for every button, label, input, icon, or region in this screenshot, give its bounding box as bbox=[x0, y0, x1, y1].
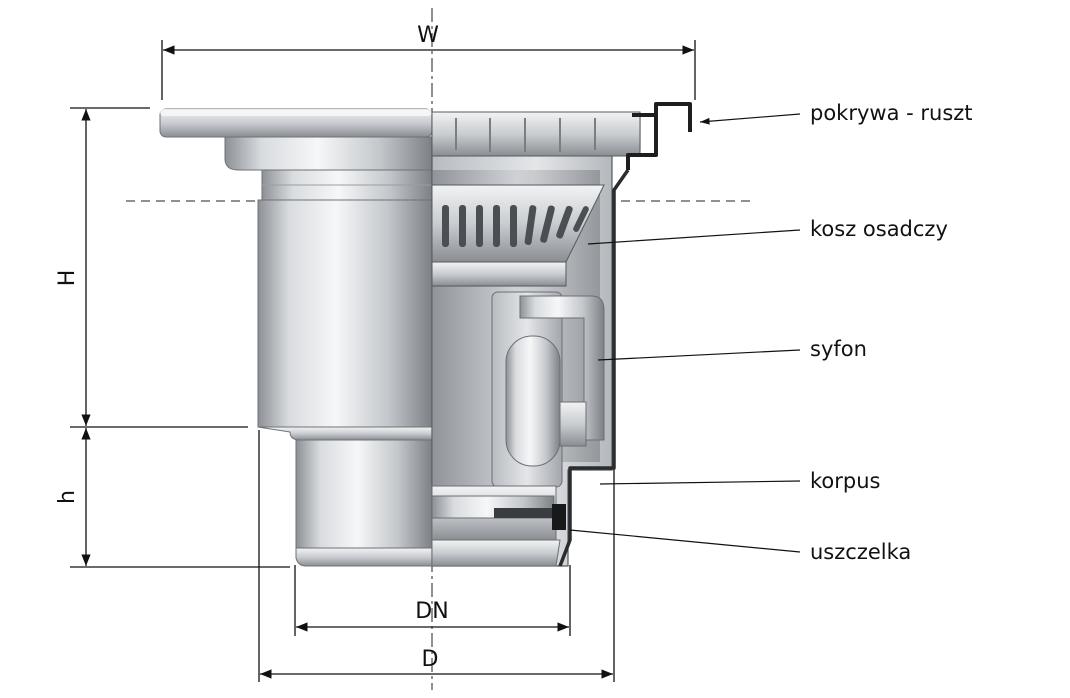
dim-label-outer-diameter: D bbox=[422, 647, 439, 672]
callout-trap-label: syfon bbox=[810, 337, 867, 361]
callout-seal-label: uszczelka bbox=[810, 540, 911, 564]
callout-basket-label: kosz osadczy bbox=[810, 217, 948, 241]
callout-leaders bbox=[569, 113, 801, 553]
drain-section-view bbox=[431, 102, 692, 567]
dim-label-width: W bbox=[417, 23, 439, 48]
dim-label-nominal-diameter: DN bbox=[415, 599, 448, 624]
dim-label-height-total: H bbox=[55, 270, 80, 287]
drain-exterior-view bbox=[159, 108, 433, 567]
callout-grate-label: pokrywa - ruszt bbox=[810, 101, 973, 125]
dim-label-height-lower: h bbox=[55, 490, 80, 504]
dimension-lines bbox=[70, 40, 696, 682]
callout-body-label: korpus bbox=[810, 469, 880, 493]
